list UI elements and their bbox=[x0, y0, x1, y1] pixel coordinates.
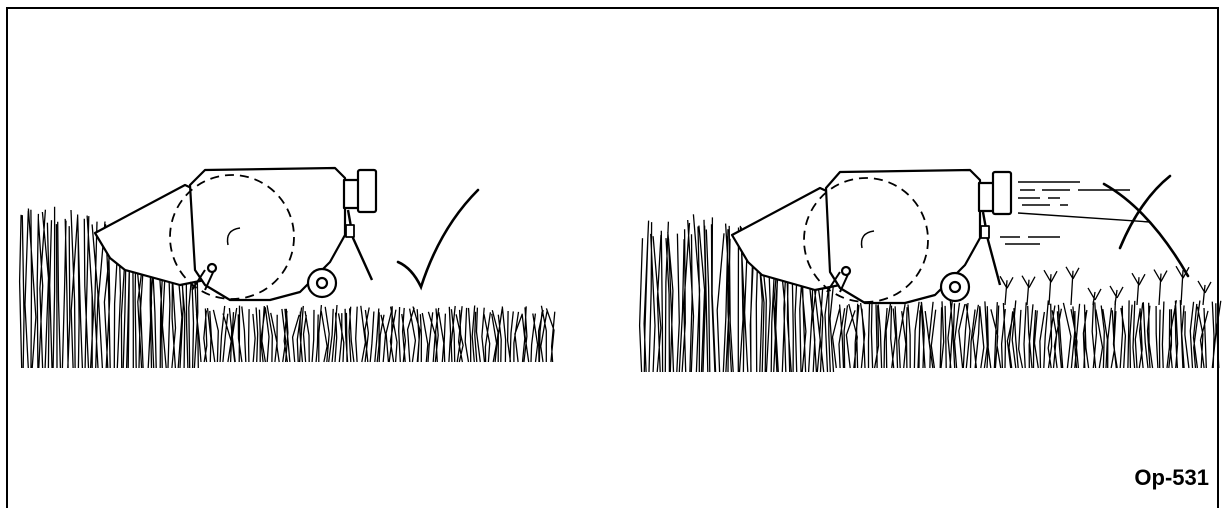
cross-mark bbox=[1104, 176, 1188, 276]
discharge-lines bbox=[1000, 182, 1150, 244]
mower-machine-left bbox=[95, 168, 376, 300]
panel-correct bbox=[20, 168, 555, 368]
check-mark bbox=[398, 190, 478, 287]
panel-incorrect bbox=[640, 170, 1221, 372]
figure-reference-label: Op-531 bbox=[1134, 465, 1209, 491]
